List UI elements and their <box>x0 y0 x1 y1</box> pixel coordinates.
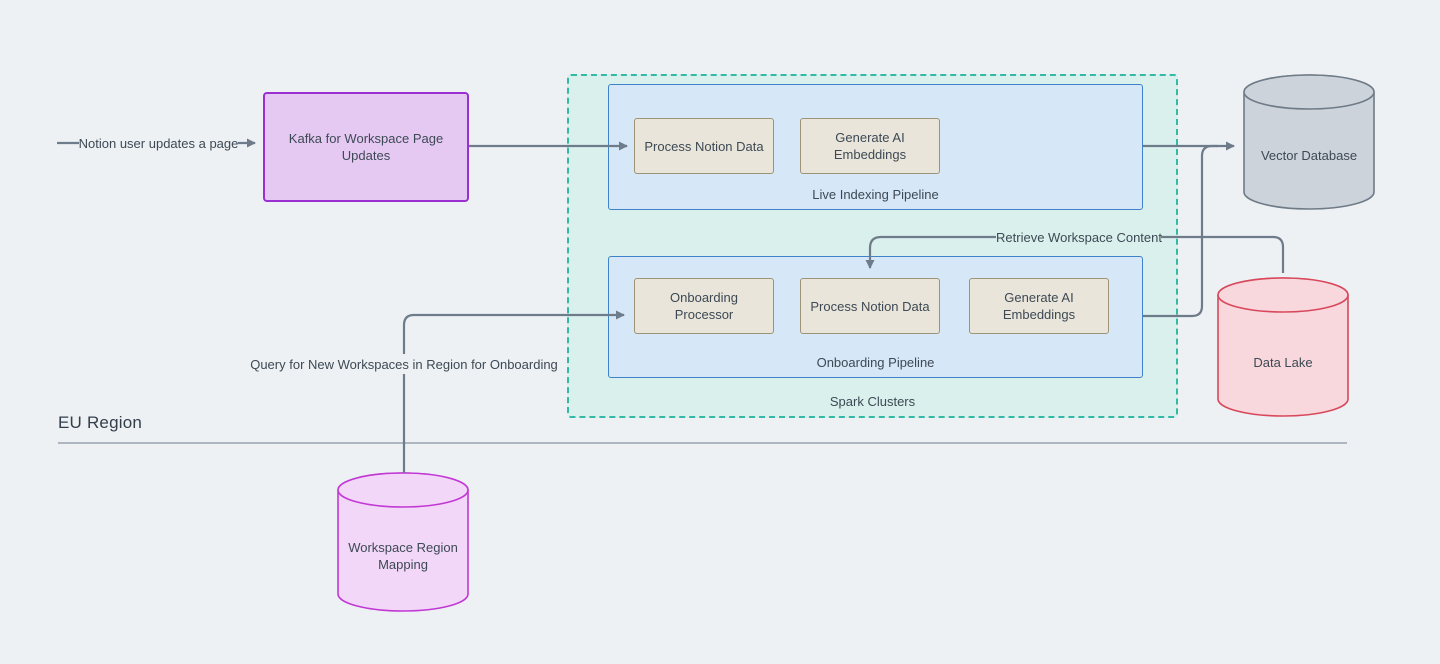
node-label: Onboarding Processor <box>670 290 738 322</box>
node-live-generate-ai-embeddings: Generate AI Embeddings <box>800 118 940 174</box>
onboarding-pipeline-label: Onboarding Pipeline <box>816 355 935 370</box>
node-label: Generate AI Embeddings <box>833 130 907 162</box>
cylinder-vector-database <box>1243 74 1375 210</box>
node-onboarding-generate-ai-embeddings: Generate AI Embeddings <box>969 278 1109 334</box>
node-label: Generate AI Embeddings <box>1002 290 1076 322</box>
node-kafka-label: Kafka for Workspace Page Updates <box>288 131 444 163</box>
edge-onboarding-to-vector-db <box>1143 144 1218 318</box>
cylinder-workspace-region-mapping <box>337 472 469 612</box>
edge-query-to-onboarding-processor <box>402 310 625 354</box>
node-label: Process Notion Data <box>810 298 930 314</box>
node-live-process-notion-data: Process Notion Data <box>634 118 774 174</box>
cylinder-data-lake <box>1217 277 1349 417</box>
live-indexing-pipeline-label: Live Indexing Pipeline <box>812 187 939 202</box>
node-label: Process Notion Data <box>644 138 764 154</box>
node-kafka: Kafka for Workspace Page Updates <box>263 92 469 202</box>
node-onboarding-process-notion-data: Process Notion Data <box>800 278 940 334</box>
spark-clusters-label: Spark Clusters <box>829 394 916 409</box>
node-onboarding-processor: Onboarding Processor <box>634 278 774 334</box>
edge-retrieve-to-process-notion-data <box>865 235 996 269</box>
edge-retrieve-from-data-lake <box>1161 235 1285 273</box>
